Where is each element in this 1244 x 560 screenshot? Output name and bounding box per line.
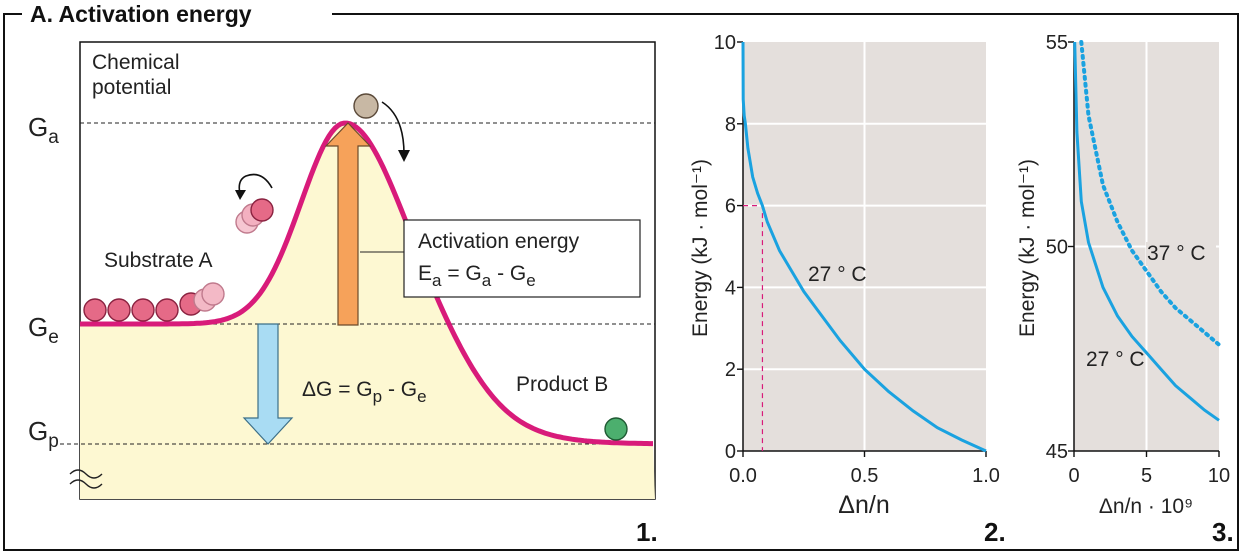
delta-g-arrow: [242, 323, 294, 445]
level-label-gp: Gp: [28, 416, 59, 452]
rotation-arrowhead-icon: [235, 190, 246, 200]
substrate-ball: [131, 298, 155, 322]
panel-3-tick-label-y: 55: [1046, 32, 1068, 54]
activation-energy-formula: Ea = Ga - Ge: [418, 262, 536, 290]
panel-number-1: 1.: [636, 517, 658, 547]
panel-2-tick-label-y: 6: [725, 196, 736, 218]
downhill-arrow-icon: [381, 101, 405, 155]
energy-curve: [80, 120, 653, 447]
panel-2-tick-label-y: 0: [725, 441, 736, 463]
axis-break-icon: [69, 469, 103, 489]
substrate-ball: [83, 298, 107, 322]
substrate-ball: [155, 298, 179, 322]
panel-2-tick-label-x: 0.5: [851, 465, 879, 487]
figure-title: A. Activation energy: [30, 1, 252, 27]
product-label: Product B: [516, 373, 608, 396]
level-label-ga: Ga: [28, 112, 59, 148]
substrate-ball: [250, 198, 274, 222]
panel-2-tick-label-y: 10: [714, 32, 736, 54]
figure-frame: [3, 13, 1239, 551]
panel-2-x-label: Δn/n: [838, 491, 889, 519]
panel-3-y-label: Energy (kJ · mol⁻¹): [1016, 159, 1039, 337]
panel-2-series-label: 27 ° C: [808, 263, 867, 286]
panel-3-tick-label-y: 50: [1046, 237, 1068, 259]
title-backdrop: [22, 0, 332, 28]
panel-3-tick-label-x: 0: [1068, 465, 1079, 487]
panel-3-tick-label-x: 10: [1208, 465, 1230, 487]
transition-state-ball: [353, 93, 379, 119]
panel-number-2: 2.: [984, 517, 1006, 547]
panel-2-tick-label-x: 0.0: [729, 465, 757, 487]
panel-3-tick-label-x: 5: [1141, 465, 1152, 487]
rotation-arrow-icon: [238, 173, 273, 195]
panel-number-3: 3.: [1212, 517, 1234, 547]
substrate-ball: [107, 298, 131, 322]
level-label-ge: Ge: [28, 312, 59, 348]
panel-3-label-backdrop: [1146, 242, 1216, 266]
panel-3-x-label: Δn/n · 10⁹: [1099, 495, 1193, 518]
panel-3-series-27c: [1073, 41, 1220, 422]
panel-2-chart: 0.0 0.5 1.0 0 2 4 6 8 10 27 ° C Energy (kJ · mol…: [689, 32, 1006, 547]
panel-2-grid: [743, 42, 986, 451]
downhill-arrowhead-icon: [398, 150, 410, 162]
panel-2-tick-label-x: 1.0: [972, 465, 1000, 487]
panel-3-ticks: 0 5 10 45 50 55: [1046, 32, 1230, 487]
panel-2-series-27c: [741, 41, 987, 453]
panel-2-tick-label-y: 4: [725, 277, 736, 299]
substrate-molecules: [83, 198, 274, 322]
chemical-potential-label: Chemical potential: [92, 51, 185, 99]
substrate-ball-faded: [201, 282, 225, 306]
delta-g-formula: ΔG = Gp - Ge: [302, 378, 427, 406]
activation-energy-title: Activation energy: [418, 230, 580, 253]
panel-3-tick-label-y: 45: [1046, 441, 1068, 463]
panel-2-tick-label-y: 2: [725, 359, 736, 381]
panel-3-chart: 0 5 10 45 50 55 37 ° C 27 ° C Energy (kJ · mo…: [1016, 32, 1234, 547]
panel-2-y-label: Energy (kJ · mol⁻¹): [689, 159, 712, 337]
panel-3-series-label-37c: 37 ° C: [1147, 242, 1206, 265]
panel-2-tick-label-y: 8: [725, 114, 736, 136]
product-ball: [604, 417, 628, 441]
panel-3-series-37c: [1079, 40, 1221, 347]
activation-energy-box: [403, 219, 641, 298]
activation-energy-arrow: [324, 122, 372, 326]
panel-1-energy-diagram: Ga Ge Gp Chemical potential Activation e…: [28, 41, 658, 547]
panel-3-series-label-27c: 27 ° C: [1086, 348, 1145, 371]
panel-2-ticks: 0.0 0.5 1.0 0 2 4 6 8 10: [714, 32, 1000, 487]
substrate-label: Substrate A: [104, 249, 213, 272]
area-under-curve: [80, 123, 655, 499]
